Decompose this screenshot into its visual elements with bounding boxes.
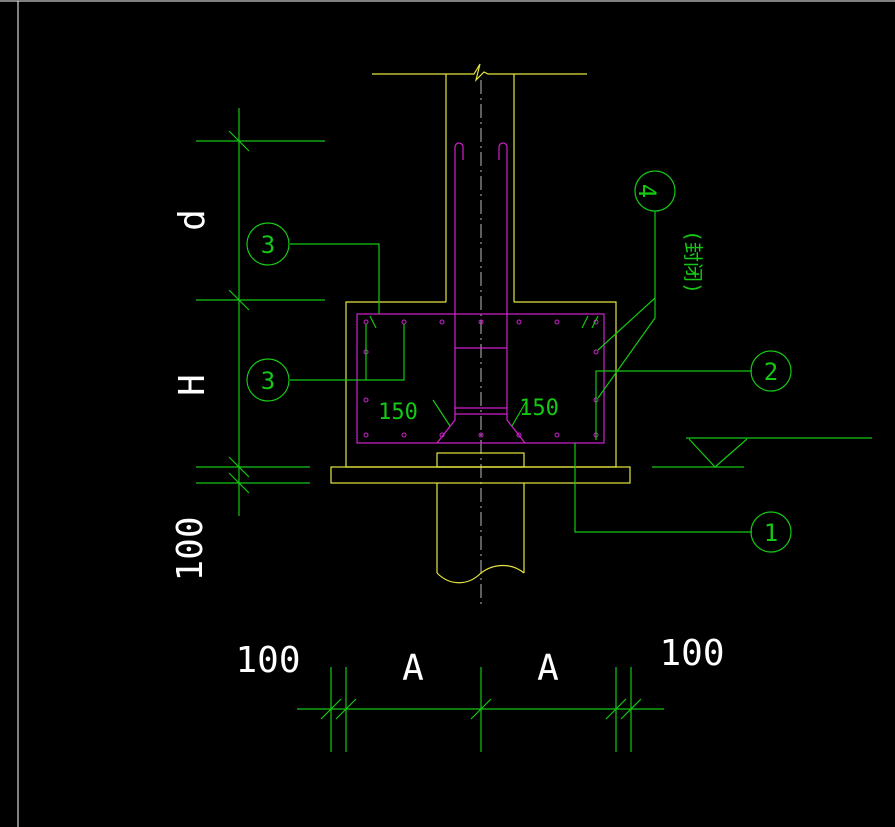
pile-head bbox=[436, 452, 525, 468]
cap-stirrup bbox=[356, 313, 605, 444]
callout-mid-left-label: 3 bbox=[261, 367, 275, 395]
structure-outline bbox=[330, 63, 631, 584]
break-line bbox=[372, 63, 587, 82]
dim-text-right-100: 100 bbox=[659, 633, 724, 674]
callout-mid-left: 3 bbox=[246, 358, 290, 402]
spacing-label-left: 150 bbox=[378, 400, 418, 425]
dim-text-left-100: 100 bbox=[235, 640, 300, 681]
dim-text-h: H bbox=[172, 374, 213, 396]
pile-break bbox=[436, 564, 525, 584]
callout-upper-left-label: 3 bbox=[261, 231, 275, 259]
dim-text-bottom: 100 bbox=[170, 516, 211, 581]
callout-bottom-right-label: 1 bbox=[764, 519, 778, 547]
ground-level-symbol bbox=[652, 437, 872, 468]
callout-upper-left: 3 bbox=[246, 222, 290, 266]
callout-right-mid: 2 bbox=[750, 350, 792, 392]
horizontal-dimension-lines bbox=[297, 667, 664, 752]
vertical-dimension-lines bbox=[196, 108, 325, 516]
dim-text-a-left: A bbox=[402, 648, 424, 689]
callout-right-mid-label: 2 bbox=[764, 358, 778, 386]
dim-text-a-right: A bbox=[537, 648, 559, 689]
spacing-label-right: 150 bbox=[519, 396, 559, 421]
callout-bottom-right: 1 bbox=[750, 511, 792, 553]
callout-top-right-label: 4 bbox=[633, 184, 661, 198]
callout-top-right: 4 (封闭) bbox=[633, 170, 705, 294]
leader-lines bbox=[290, 211, 752, 533]
callout-top-right-note: (封闭) bbox=[681, 230, 705, 294]
dim-text-d: d bbox=[172, 209, 213, 231]
rebar-cage bbox=[356, 142, 605, 444]
